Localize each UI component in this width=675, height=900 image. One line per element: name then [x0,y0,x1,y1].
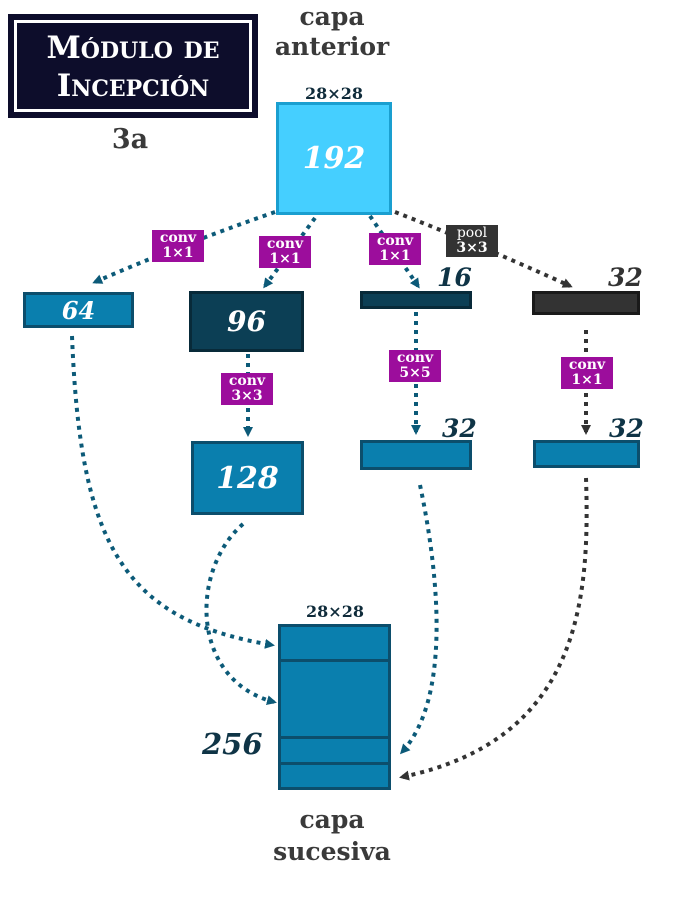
branch3-reduce-channels: 16 [437,263,472,292]
branch2-channels: 128 [216,460,279,496]
output-segment-b1 [278,624,391,662]
output-layer-box [278,624,391,790]
branch4-pool-box [532,291,640,315]
module-id: 3a [111,124,149,155]
module-title-box: Módulo de Incepción [8,14,258,118]
output-layer-label: capa sucesiva [273,805,391,866]
module-title: Módulo de Incepción [14,20,252,112]
output-size-label: 28×28 [306,602,364,621]
arrow-b4-to-output [399,477,589,781]
branch2-reduce-channels: 96 [227,305,266,338]
input-size-label: 28×28 [305,84,363,103]
branch4-channels: 32 [609,414,644,443]
branch3-reduce-box [360,291,472,309]
input-channels: 192 [302,141,366,176]
arrow-b3-to-output [399,484,439,755]
output-segment-b3 [278,736,391,765]
input-layer-label: capa anterior [274,2,390,61]
branch2-reduce-box: 96 [189,291,304,352]
branch1-channels: 64 [61,295,96,325]
branch3-channels: 32 [442,414,477,443]
arrow-b2-to-output [204,522,277,706]
branch1-output-box: 64 [23,292,134,328]
branch3-output-box [360,440,472,470]
branch4-pool-channels: 32 [608,263,643,292]
branch4-output-box [533,440,640,468]
output-segment-b4 [278,762,391,790]
arrow-b1-to-output [70,335,275,649]
branch2-output-box: 128 [191,441,304,515]
input-layer-box: 192 [276,102,392,215]
output-segment-b2 [278,659,391,739]
output-channels: 256 [202,727,263,761]
